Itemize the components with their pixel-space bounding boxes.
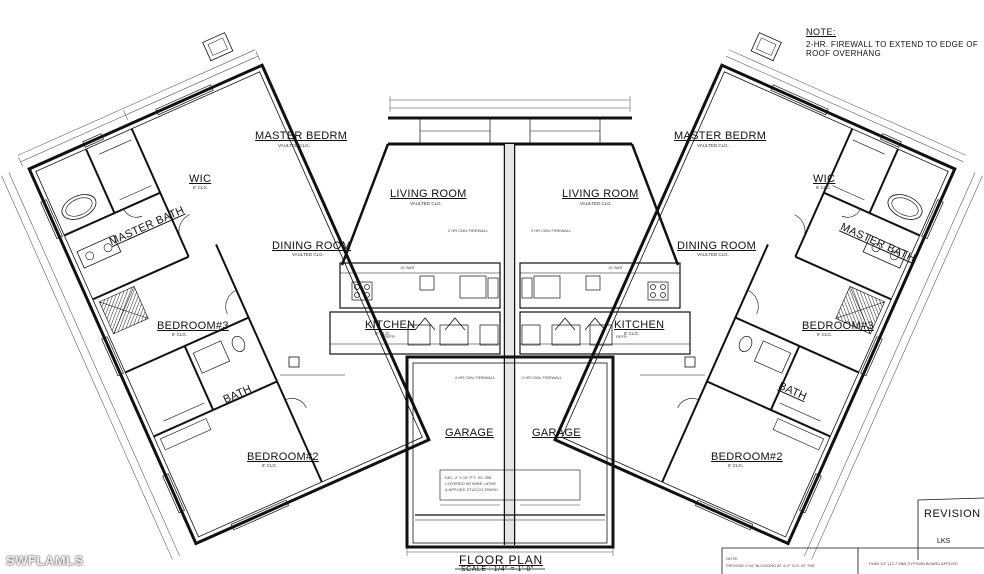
- kitchen-appliances: [351, 275, 669, 346]
- left-bedroom3-label: BEDROOM#3: [157, 320, 229, 332]
- right-bedroom2-sub: 8' CLG.: [728, 463, 744, 468]
- tub: [61, 194, 97, 220]
- note-line-2: ROOF OVERHANG: [806, 49, 882, 58]
- left-bedroom2-label: BEDROOM#2: [247, 451, 319, 463]
- left-bedroom3-sub: 8' CLG.: [172, 332, 188, 337]
- right-kitchen-sub: 8' CLG.: [624, 331, 640, 336]
- garage-walls: [405, 355, 615, 549]
- vanity: [76, 234, 122, 269]
- left-firewall-label: 2 HR CMU FIREWALL: [448, 228, 489, 233]
- floor-plan-scale: SCALE : 1/4" = 1'-0": [461, 566, 534, 573]
- right-wic-sub: 8' CLG.: [816, 185, 832, 190]
- left-wic-label: WIC: [189, 173, 212, 185]
- left-garage-firewall-label: 2 HR CMU FIREWALL: [455, 375, 496, 380]
- left-wing-interior-walls: [63, 128, 323, 483]
- garage-note-line-1: DEL. 2" x 10" P.T. SO. BM: [445, 475, 492, 480]
- left-kitchen-sub: 8' CLG.: [375, 331, 391, 336]
- kitchen-counters: [329, 262, 691, 355]
- footer-note-right-line: THAN 1/2" (12.7 MM) GYPSUM BOARD APPLIED: [868, 561, 958, 566]
- left-dining-room-label: DINING ROOM: [272, 240, 352, 252]
- center-core: [280, 96, 705, 556]
- left-dining-room-sub: VAULTED CLG.: [292, 252, 324, 257]
- revision-box: [917, 497, 984, 560]
- left-kitchen-label: KITCHEN: [365, 319, 416, 331]
- right-living-room-label: LIVING ROOM: [562, 188, 639, 200]
- left-wing-dimensions: [1, 49, 261, 560]
- revision-label: REVISION: [924, 508, 981, 520]
- note-heading: NOTE:: [806, 27, 837, 37]
- right-garage-label: GARAGE: [532, 427, 581, 439]
- left-living-room-sub: VAULTED CLG.: [410, 201, 442, 206]
- right-living-room-sub: VAULTED CLG.: [580, 201, 612, 206]
- mls-watermark: SWFLAMLS: [6, 553, 84, 568]
- garage-note-line-2: COVERED W/ WIRE LATHE: [445, 481, 497, 486]
- left-master-bedrm-label: MASTER BEDRM: [255, 130, 348, 142]
- left-wing-doors: [123, 208, 307, 408]
- left-garage-label: GARAGE: [445, 427, 494, 439]
- left-wing-windows: [40, 84, 289, 531]
- floor-plan-title: FLOOR PLAN: [459, 553, 544, 567]
- right-kitchen-label: KITCHEN: [614, 319, 665, 331]
- right-garage-firewall-label: 2 HR CMU FIREWALL: [522, 375, 563, 380]
- left-wic-sub: 8' CLG.: [193, 185, 209, 190]
- note-line-1: 2-HR. FIREWALL TO EXTEND TO EDGE OF: [806, 40, 979, 49]
- footer-notes-box: [721, 547, 984, 574]
- left-refr-label: REFR.: [384, 334, 396, 339]
- right-firewall-label: 2 HR CMU FIREWALL: [531, 228, 572, 233]
- right-dining-room-label: DINING ROOM: [677, 240, 757, 252]
- revision-initials: LKS: [937, 538, 951, 545]
- right-master-bedrm-sub: VAULTED CLG.: [697, 143, 729, 148]
- right-bar-label: 10' BAR: [608, 265, 623, 270]
- right-wing: [553, 32, 983, 560]
- right-bedroom2-label: BEDROOM#2: [711, 451, 783, 463]
- right-bedroom3-label: BEDROOM#3: [802, 320, 874, 332]
- left-wing: [1, 32, 431, 560]
- right-refr-label: REFR.: [616, 334, 628, 339]
- left-bar-label: 10' BAR: [400, 265, 415, 270]
- left-bedroom2-sub: 8' CLG.: [262, 463, 278, 468]
- footer-note-left-line: PROVIDE 2"x4" BLOCKING AT 4'-0" O.C. AT …: [726, 563, 815, 568]
- left-master-bedrm-sub: VAULTED CLG.: [278, 143, 310, 148]
- right-wic-label: WIC: [813, 173, 836, 185]
- right-master-bedrm-label: MASTER BEDRM: [674, 130, 767, 142]
- garage-note-line-3: & APPLIED STUCCO FINISH: [445, 487, 498, 492]
- right-dining-room-sub: VAULTED CLG.: [697, 252, 729, 257]
- right-bedroom3-sub: 8' CLG.: [817, 332, 833, 337]
- left-living-room-label: LIVING ROOM: [390, 188, 467, 200]
- footer-note-heading: NOTE:: [726, 556, 739, 561]
